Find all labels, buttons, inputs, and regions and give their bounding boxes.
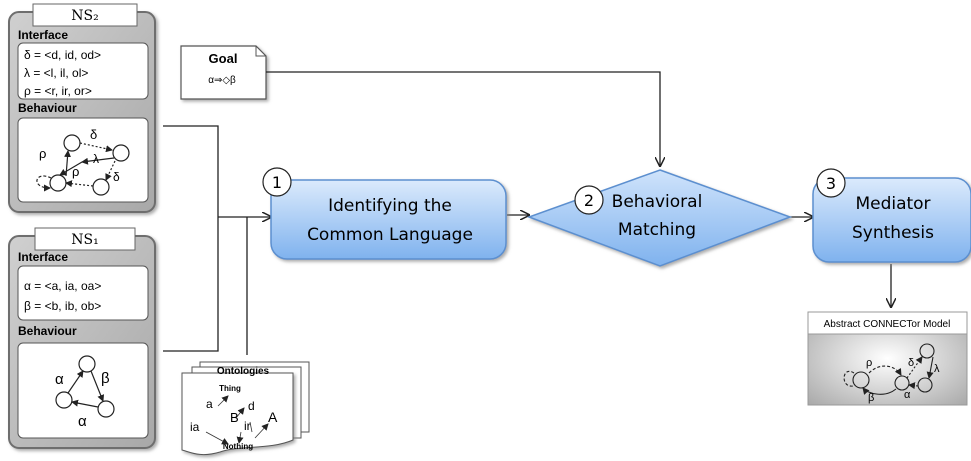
connector-graph-label: λ [934, 363, 940, 375]
connector-graph-label: α [904, 389, 911, 401]
ns2-graph-label: ρ [72, 164, 79, 179]
ns2-behaviour-graph [36, 134, 130, 196]
ontology-concept: B [230, 410, 239, 425]
step-number: 3 [826, 174, 836, 193]
step-number: 2 [584, 191, 594, 210]
ns2-graph-label: ρ [39, 146, 46, 161]
ns1-interface-line: β = <b, ib, ob> [24, 299, 101, 313]
ns2-interface-line: δ = <d, id, od> [24, 48, 101, 62]
ontology-concept: ir [244, 419, 251, 433]
ns1-behaviour-label: Behaviour [18, 324, 77, 338]
arrow-goal-to-step-2 [266, 71, 660, 166]
ns2-interface-label: Interface [18, 28, 68, 42]
ns2-graph-label: δ [113, 170, 120, 184]
step-mediator-synthesis: 3 Mediator Synthesis [812, 168, 971, 263]
ontology-top: Thing [219, 384, 241, 393]
ns1-graph-label: β [101, 370, 110, 387]
ontology-concept: d [248, 399, 255, 413]
step-title-line: Matching [618, 220, 696, 240]
ontology-bottom: Nothing [223, 442, 253, 451]
ns1-behaviour-graph [55, 355, 115, 418]
ns1-interface-line: α = <a, ia, oa> [24, 279, 101, 293]
ontologies-stack: Ontologies Thing Nothing a d B ir A ia [181, 361, 310, 456]
step-number: 1 [272, 173, 282, 192]
flow-connectors [163, 71, 891, 355]
ns1-tab: NS₁ [71, 232, 98, 248]
connector-graph [843, 343, 935, 395]
ns2-interface-line: ρ = <r, ir, or> [24, 84, 92, 98]
ns1-graph-label: α [55, 371, 64, 388]
ns1-graph-label: α [78, 413, 87, 430]
goal-formula: α⇒◇β [208, 75, 236, 86]
ns2-behaviour-label: Behaviour [18, 101, 77, 115]
step-title-line: Identifying the [328, 196, 452, 216]
ontology-concept: ia [190, 420, 200, 434]
ns2-graph-label: δ [90, 127, 97, 142]
ns1-interface-label: Interface [18, 250, 68, 264]
ns2-tab: NS₂ [71, 8, 98, 24]
step-title-line: Mediator [855, 194, 930, 214]
connector-graph-label: δ [908, 357, 914, 369]
ns2-graph-label: λ [93, 152, 99, 166]
ns1-panel: NS₁ Interface α = <a, ia, oa> β = <b, ib… [8, 227, 156, 449]
goal-title: Goal [209, 51, 238, 66]
connector-graph-label: β [868, 392, 874, 404]
connector-graph-label: ρ [866, 357, 872, 369]
ns2-interface-line: λ = <l, il, ol> [24, 66, 88, 80]
ontology-concept: a [206, 397, 213, 411]
connector-model-title: Abstract CONNECTor Model [824, 319, 951, 330]
abstract-connector-model: Abstract CONNECTor Model ρ δ λ α β [807, 311, 968, 406]
step-title-line: Synthesis [852, 223, 934, 243]
step-title-line: Common Language [307, 225, 473, 245]
ontology-graph [205, 395, 269, 445]
step-behavioral-matching: 2 Behavioral Matching [526, 169, 793, 267]
step-title-line: Behavioral [612, 192, 703, 212]
step-identifying-common-language: 1 Identifying the Common Language [262, 167, 507, 260]
ns2-panel: NS₂ Interface δ = <d, id, od> λ = <l, il… [8, 3, 156, 213]
ontology-concept: A [268, 409, 278, 425]
goal-note: Goal α⇒◇β [180, 45, 267, 100]
ontologies-title: Ontologies [217, 366, 270, 377]
